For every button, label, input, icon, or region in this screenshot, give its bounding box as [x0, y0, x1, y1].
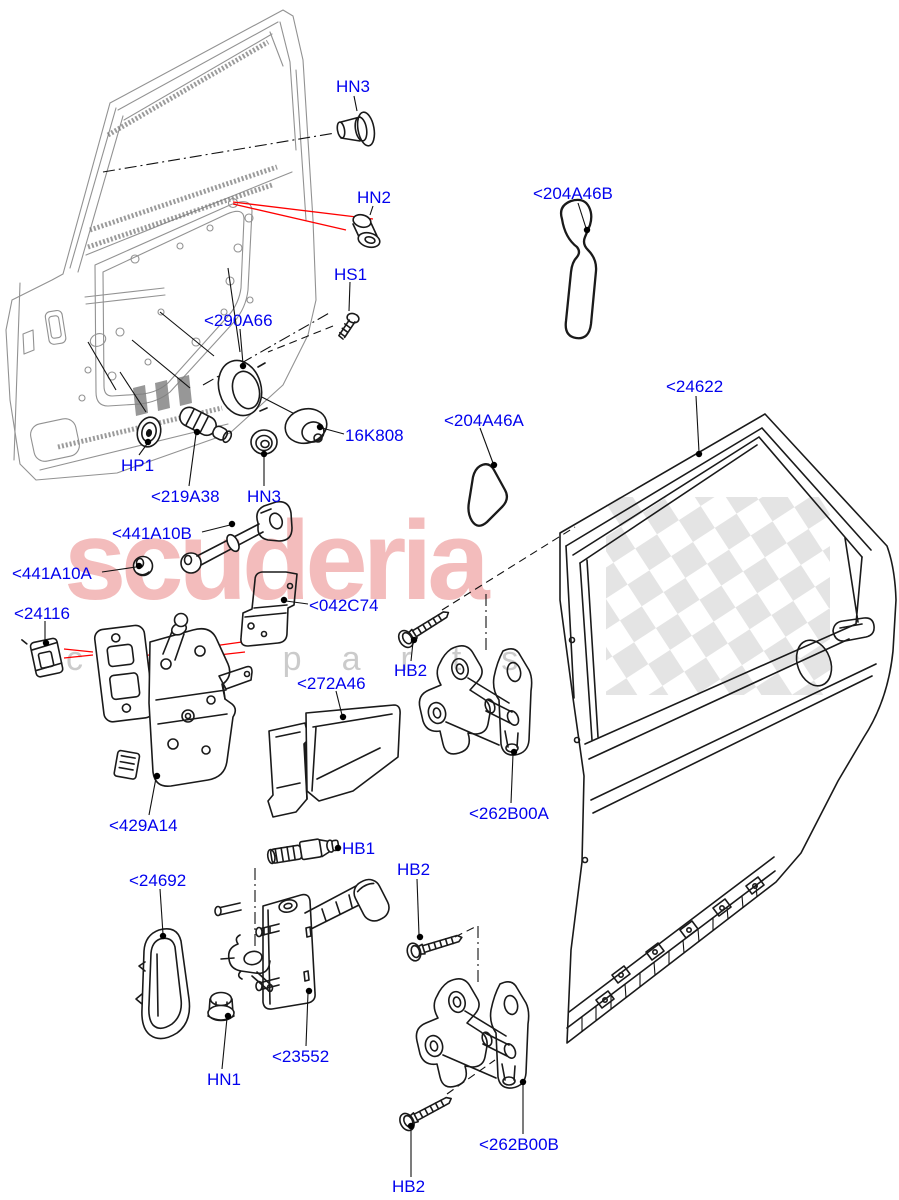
bolt-hb2-upper	[394, 604, 454, 651]
link-rod-441a10b	[180, 500, 293, 574]
bushing-290a66	[217, 359, 268, 417]
part-label-219a38[interactable]: <219A38	[151, 487, 220, 506]
part-label-429a14[interactable]: <429A14	[109, 816, 178, 835]
part-label-23552[interactable]: <23552	[272, 1047, 330, 1066]
hinge-lower-262b00b	[415, 977, 530, 1089]
stud-hb1	[266, 838, 340, 865]
plug-hn3-top	[336, 111, 376, 147]
check-strap-23552	[214, 878, 390, 1010]
weatherstrip-204a46b	[559, 198, 598, 340]
part-label-290a66[interactable]: <290A66	[204, 311, 273, 330]
part-label-262b00b[interactable]: <262B00B	[479, 1135, 559, 1154]
hinge-upper-262b00a	[418, 644, 533, 756]
part-label-hb2-lower[interactable]: HB2	[392, 1177, 426, 1196]
bolt-hb2-lower	[396, 1089, 457, 1134]
part-label-24692[interactable]: <24692	[129, 871, 187, 890]
part-label-hn3-top[interactable]: HN3	[336, 77, 371, 96]
part-label-262b00a[interactable]: <262B00A	[469, 804, 549, 823]
checkered-flag-watermark	[606, 497, 830, 695]
door-inner-panel-art	[5, 9, 319, 481]
part-label-441a10b[interactable]: <441A10B	[112, 524, 192, 543]
grommet-hn3-mid	[250, 429, 278, 455]
part-label-hb2-upper[interactable]: HB2	[394, 661, 428, 680]
part-label-hb1[interactable]: HB1	[342, 839, 376, 858]
spindle-219a38	[179, 406, 233, 444]
wedge-272a46	[267, 704, 401, 818]
bolt-hb2-middle	[404, 927, 466, 964]
knob-16k808	[284, 407, 328, 445]
part-label-042c74[interactable]: <042C74	[309, 596, 379, 615]
latch-assembly-429a14	[93, 612, 253, 788]
part-label-204a46b[interactable]: <204A46B	[533, 184, 613, 203]
part-label-hn2[interactable]: HN2	[357, 188, 392, 207]
clip-24116	[21, 637, 64, 678]
part-label-hb2-middle[interactable]: HB2	[397, 860, 431, 879]
part-label-272a46[interactable]: <272A46	[297, 674, 366, 693]
leader-lines	[42, 95, 703, 1177]
part-label-441a10a[interactable]: <441A10A	[12, 564, 92, 583]
grommet-441a10a	[132, 555, 154, 577]
part-label-hn3-mid[interactable]: HN3	[247, 487, 282, 506]
part-label-204a46a[interactable]: <204A46A	[444, 411, 524, 430]
part-label-24116[interactable]: <24116	[14, 604, 70, 623]
part-label-16k808[interactable]: 16K808	[345, 426, 404, 445]
part-label-hn1[interactable]: HN1	[207, 1070, 242, 1089]
part-label-hp1[interactable]: HP1	[121, 456, 155, 475]
bracket-042c74	[240, 571, 298, 647]
part-label-hs1[interactable]: HS1	[334, 265, 368, 284]
part-label-24622[interactable]: <24622	[666, 377, 724, 396]
seal-204a46a	[467, 463, 509, 527]
nut-hn2	[352, 213, 381, 249]
cover-24692	[135, 928, 191, 1040]
screw-hs1	[338, 312, 360, 340]
door-panel-24622	[559, 413, 897, 1044]
